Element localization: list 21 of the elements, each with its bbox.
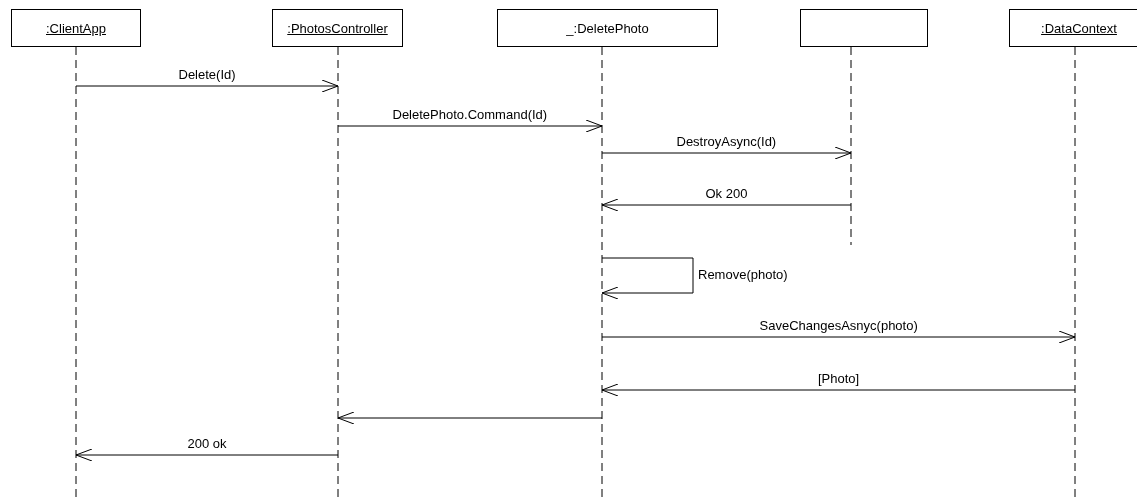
message-label: DeletePhoto.Command(Id)	[392, 107, 548, 122]
message-arrow	[601, 146, 852, 160]
object-name: :ClientApp	[46, 20, 106, 36]
message-label: [Photo]	[818, 371, 860, 386]
self-message-arrow	[601, 257, 694, 300]
message-label: 200 ok	[187, 436, 227, 451]
object-name: _:DeletePhoto	[566, 20, 649, 36]
message-label: Delete(Id)	[178, 67, 236, 82]
message-label: Ok 200	[705, 186, 748, 201]
message-arrow	[601, 330, 1076, 344]
message-label: Remove(photo)	[698, 267, 788, 282]
message-label: SaveChangesAsnyc(photo)	[759, 318, 918, 333]
object-name: :PhotosController	[287, 20, 388, 36]
return-arrow	[601, 198, 852, 212]
return-arrow	[601, 383, 1076, 397]
return-arrow	[337, 411, 603, 425]
return-arrow	[75, 448, 339, 462]
object-name: :DataContext	[1041, 20, 1117, 36]
message-label: DestroyAsync(Id)	[676, 134, 777, 149]
message-arrow	[75, 79, 339, 93]
message-arrow	[337, 119, 603, 133]
